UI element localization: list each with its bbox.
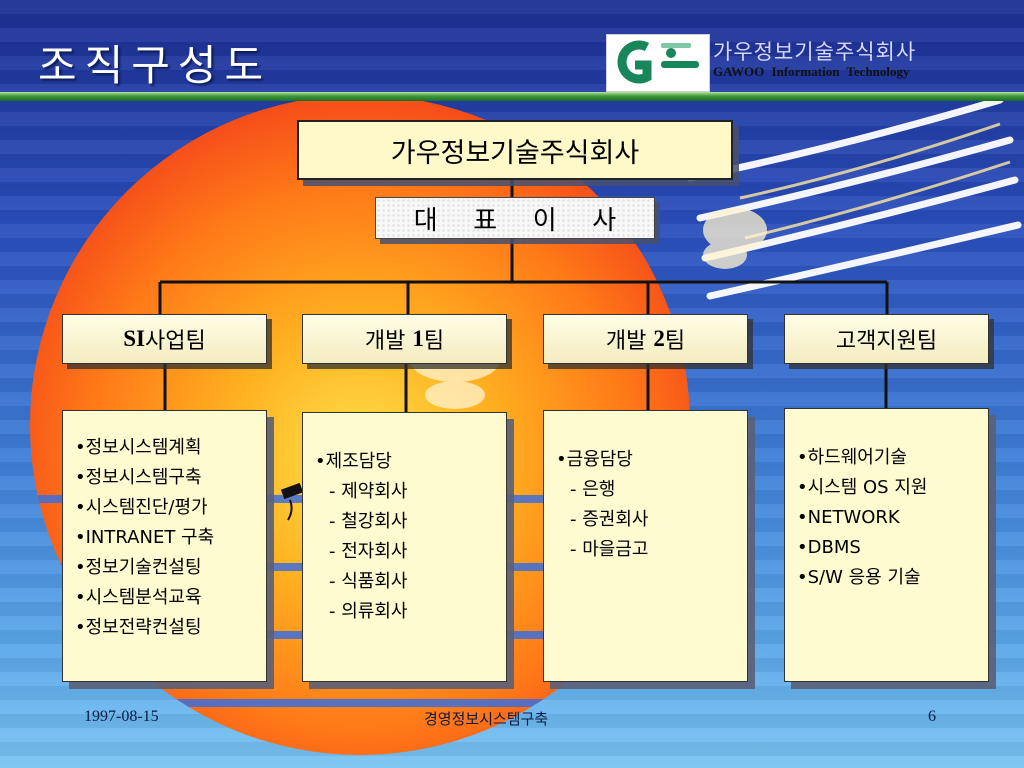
team-name-number: 1 [412,326,424,351]
team-name-prefix: 개발 [605,329,654,354]
ceo-char: 이 [532,205,557,236]
team-name-suffix: 팀 [423,329,445,354]
list-subitem: - 식품회사 [329,571,408,592]
ceo-char: 대 [413,205,438,236]
header-divider [0,92,1024,101]
gawoo-logo-icon [617,40,699,84]
page-number: 6 [928,708,936,725]
list-item: •제조담당 [315,451,392,472]
team-name-suffix: 팀 [664,329,686,354]
list-item: •정보전략컨설팅 [75,617,202,638]
list-item: •NETWORK [797,507,900,528]
team-name-suffix: 고객지원팀 [835,329,938,354]
team-name-prefix: 개발 [364,329,413,354]
team-name-suffix: 사업팀 [145,329,206,354]
list-item: •INTRANET 구축 [75,527,215,548]
list-item: •정보시스템계획 [75,437,202,458]
company-logo [606,34,710,92]
page-title: 조직구성도 [38,41,272,90]
ceo-char: 사 [592,205,617,236]
list-subitem: - 의류회사 [329,601,408,622]
detail-box-si: •정보시스템계획 •정보시스템구축 •시스템진단/평가 •INTRANET 구축… [62,410,267,682]
list-item: •정보시스템구축 [75,467,202,488]
list-item: •S/W 응용 기술 [797,567,921,588]
team-name-number: 2 [653,326,665,351]
list-subitem: - 제약회사 [329,481,408,502]
list-subitem: - 철강회사 [329,511,408,532]
detail-box-support: •하드웨어기술 •시스템 OS 지원 •NETWORK •DBMS •S/W 응… [784,408,989,682]
list-item: •하드웨어기술 [797,447,907,468]
ceo-char: 표 [473,205,498,236]
list-item: •시스템 OS 지원 [797,477,928,498]
detail-box-dev2: •금융담당 - 은행 - 증권회사 - 마을금고 [543,410,748,682]
team-box-support: 고객지원팀 [784,314,989,364]
list-item: •정보기술컨설팅 [75,557,202,578]
detail-box-dev1: •제조담당 - 제약회사 - 철강회사 - 전자회사 - 식품회사 - 의류회사 [302,412,507,682]
list-item: •시스템진단/평가 [75,497,208,518]
list-item: •금융담당 [556,449,633,470]
logo-company-english: GAWOO Information Technology [713,64,910,79]
list-subitem: - 증권회사 [570,509,649,530]
list-item: •DBMS [797,537,861,558]
list-subitem: - 전자회사 [329,541,408,562]
ceo-box: 대 표 이 사 [375,197,655,239]
list-item: •시스템분석교육 [75,587,202,608]
footer-date: 1997-08-15 [84,708,159,725]
company-box: 가우정보기술주식회사 [297,120,733,180]
team-name-prefix: SI [123,326,145,351]
list-subitem: - 마을금고 [570,539,649,560]
list-subitem: - 은행 [570,479,616,500]
footer-center-text: 경영정보시스템구축 [424,710,549,728]
logo-company-korean: 가우정보기술주식회사 [713,40,917,64]
